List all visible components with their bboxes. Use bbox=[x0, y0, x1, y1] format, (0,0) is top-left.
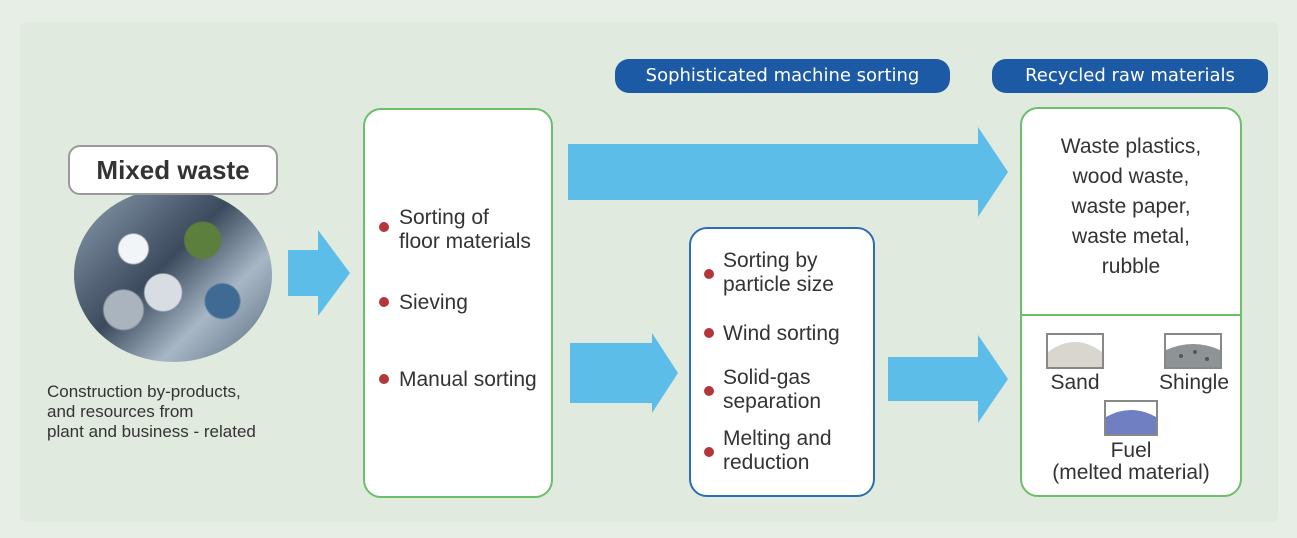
machine-sorting-box bbox=[689, 227, 875, 497]
caption-line: and resources from bbox=[47, 402, 194, 421]
arrow-machine-to-recycled bbox=[888, 335, 1008, 423]
caption-line: Construction by-products, bbox=[47, 382, 241, 401]
machine-step: Sorting by particle size bbox=[723, 249, 834, 296]
bullet bbox=[379, 374, 389, 384]
bullet bbox=[704, 328, 714, 338]
machine-step: Wind sorting bbox=[723, 322, 840, 345]
fuel-label: Fuel bbox=[1110, 439, 1152, 462]
recycled-materials-header: Recycled raw materials bbox=[992, 59, 1268, 93]
arrow-manual-to-machine bbox=[570, 333, 678, 413]
manual-step: Sieving bbox=[399, 291, 468, 314]
shingle-label: Shingle bbox=[1158, 371, 1230, 394]
divider bbox=[1022, 314, 1240, 316]
mixed-waste-photo bbox=[74, 188, 272, 362]
sand-label: Sand bbox=[1050, 371, 1100, 394]
bullet bbox=[379, 222, 389, 232]
machine-step: Solid-gas separation bbox=[723, 366, 822, 413]
manual-step: Sorting of floor materials bbox=[399, 206, 531, 253]
machine-step: Melting and reduction bbox=[723, 427, 832, 474]
bullet bbox=[704, 386, 714, 396]
shingle-container-icon bbox=[1164, 333, 1222, 369]
arrow-input-to-manual bbox=[288, 230, 350, 316]
bullet bbox=[379, 297, 389, 307]
mixed-waste-title: Mixed waste bbox=[68, 145, 278, 195]
manual-sorting-box bbox=[363, 108, 553, 498]
bullet bbox=[704, 269, 714, 279]
recycled-list: Waste plastics, wood waste, waste paper,… bbox=[1060, 135, 1202, 278]
manual-step: Manual sorting bbox=[399, 368, 537, 391]
fuel-container-icon bbox=[1104, 400, 1158, 436]
machine-sorting-header: Sophisticated machine sorting bbox=[615, 59, 950, 93]
bullet bbox=[704, 447, 714, 457]
fuel-note: (melted material) bbox=[1052, 461, 1210, 484]
caption-line: plant and business - related bbox=[47, 422, 256, 441]
mixed-waste-caption: Construction by-products, and resources … bbox=[47, 382, 347, 442]
sand-container-icon bbox=[1046, 333, 1104, 369]
arrow-top-to-recycled bbox=[568, 127, 1008, 217]
